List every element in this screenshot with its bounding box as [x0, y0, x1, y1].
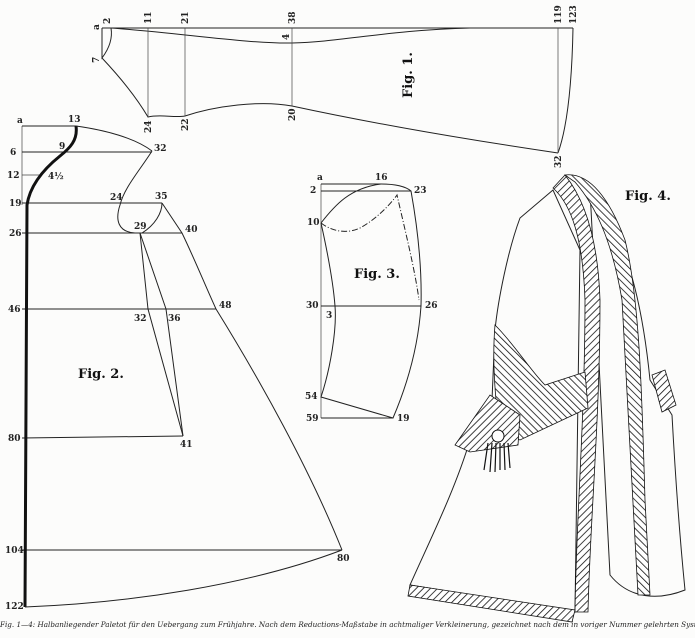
point-label: 59: [306, 414, 319, 424]
point-label: 23: [414, 186, 427, 196]
point-label: 24: [144, 120, 154, 133]
point-label: 36: [168, 314, 181, 324]
point-label: 80: [8, 434, 21, 444]
point-label: 46: [8, 305, 21, 315]
point-label: 32: [554, 155, 564, 168]
coat-back-cuff: [651, 369, 677, 413]
tassel-icon: [491, 429, 505, 443]
coat-lapel-band: [563, 174, 651, 596]
point-label: 48: [219, 301, 232, 311]
coat-hem-band: [407, 584, 576, 623]
point-label: 26: [9, 229, 22, 239]
point-label: 122: [5, 602, 24, 612]
point-label: 40: [185, 225, 198, 235]
point-label: a: [92, 24, 102, 30]
point-label: 11: [144, 11, 154, 24]
point-label: a: [317, 173, 323, 183]
point-label: 2: [310, 186, 316, 196]
fig1-under-seam: [101, 57, 559, 154]
fig2-side-seam: [161, 202, 343, 551]
caption: Fig. 1—4: Halbanliegender Paletot für de…: [0, 620, 695, 629]
point-label: 19: [9, 199, 22, 209]
point-label: 26: [425, 301, 438, 311]
fig2-body-pattern: a 13 6 9 32 12 4½ 19 24 35 26 29 40 46 3…: [5, 115, 350, 612]
point-label: 21: [181, 11, 191, 24]
fig4-coat-illustration: Fig. 4.: [407, 174, 686, 623]
coat-front-band: [552, 174, 601, 613]
fig3-sleeve-pattern: a 16 2 23 10 30 3 26 54 59 19 Fig. 3.: [305, 173, 438, 424]
fig2-dart-left: [139, 232, 184, 437]
point-label: 13: [68, 115, 81, 125]
point-label: 29: [134, 222, 147, 232]
point-label: 35: [155, 192, 168, 202]
fig1-sleeve-pattern: a 2 11 21 38 119 123 7 4 24 22 20 32 Fig…: [92, 5, 579, 168]
fig1-cuff-edge: [557, 27, 574, 154]
fig2-dart-right: [139, 232, 184, 437]
fig2-hem: [24, 549, 343, 608]
point-label: 16: [375, 173, 388, 183]
point-label: 10: [307, 218, 320, 228]
point-label: 41: [180, 440, 193, 450]
fig2-center-front-line: [23, 125, 78, 608]
fig2-shoulder: [75, 125, 153, 152]
point-label: 24: [110, 193, 123, 203]
fig1-cap: [101, 27, 112, 60]
fig3-title: Fig. 3.: [354, 267, 400, 282]
fig2-armhole: [117, 150, 163, 234]
point-label: 104: [5, 546, 24, 556]
tassel-fringe: [483, 442, 511, 473]
point-label: 22: [181, 118, 191, 131]
fig1-title: Fig. 1.: [401, 52, 416, 98]
point-label: 12: [7, 171, 20, 181]
point-label: 32: [154, 144, 167, 154]
point-label: 54: [305, 392, 318, 402]
point-label: a: [17, 116, 23, 126]
point-label: 2: [103, 18, 113, 24]
point-label: 19: [397, 414, 410, 424]
fig3-dash-line: [320, 193, 420, 301]
point-label: 119: [554, 5, 564, 24]
point-label: 30: [306, 301, 319, 311]
point-label: 6: [10, 148, 16, 158]
point-label: 9: [59, 142, 65, 152]
fig4-title: Fig. 4.: [625, 189, 671, 204]
point-label: 38: [288, 11, 298, 24]
point-label: 32: [134, 314, 147, 324]
point-label: 20: [288, 108, 298, 121]
coat-cuff-band: [493, 324, 589, 441]
point-label: 4½: [48, 171, 64, 182]
point-label: 7: [92, 57, 102, 63]
point-label: 80: [337, 554, 350, 564]
point-label: 123: [569, 5, 579, 24]
point-label: 4: [282, 34, 292, 40]
fig3-outline: [320, 183, 422, 419]
point-label: 3: [326, 311, 332, 321]
fig2-title: Fig. 2.: [78, 367, 124, 382]
